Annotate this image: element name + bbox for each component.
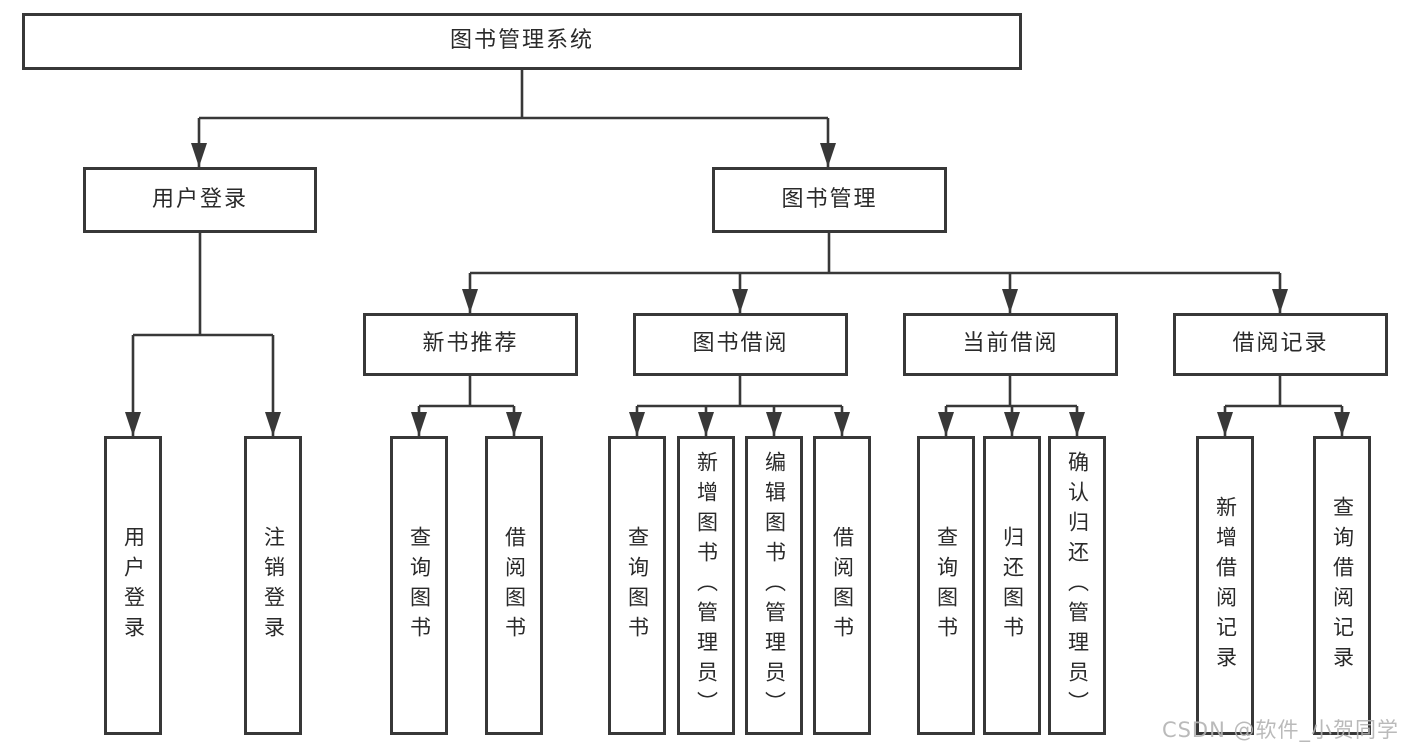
leaf-edit-book-admin: 编辑图书（管理员）	[745, 436, 803, 735]
leaf-query-books-current: 查询图书	[917, 436, 975, 735]
node-label: 注销登录	[261, 525, 286, 646]
leaf-query-books-borrow: 查询图书	[608, 436, 666, 735]
node-label: 图书管理系统	[449, 28, 594, 54]
node-label: 借阅图书	[502, 525, 527, 646]
node-label: 编辑图书（管理员）	[762, 450, 787, 721]
leaf-add-borrow-record: 新增借阅记录	[1196, 436, 1254, 735]
node-user-login: 用户登录	[83, 167, 317, 233]
node-label: 查询图书	[407, 525, 432, 646]
leaf-confirm-return-admin: 确认归还（管理员）	[1048, 436, 1106, 735]
leaf-return-books: 归还图书	[983, 436, 1041, 735]
node-label: 图书借阅	[692, 331, 789, 357]
node-label: 借阅图书	[830, 525, 855, 646]
leaf-user-login: 用户登录	[104, 436, 162, 735]
node-label: 新增图书（管理员）	[694, 450, 719, 721]
leaf-borrow-books-recommend: 借阅图书	[485, 436, 543, 735]
node-label: 确认归还（管理员）	[1065, 450, 1090, 721]
leaf-borrow-books: 借阅图书	[813, 436, 871, 735]
node-label: 查询借阅记录	[1330, 495, 1355, 676]
node-label: 用户登录	[151, 186, 248, 212]
node-label: 用户登录	[121, 525, 146, 646]
node-label: 借阅记录	[1232, 331, 1329, 357]
node-borrow-records: 借阅记录	[1173, 313, 1388, 376]
node-book-management: 图书管理	[712, 167, 947, 233]
node-library-system: 图书管理系统	[22, 13, 1022, 70]
node-label: 归还图书	[1000, 525, 1025, 646]
node-label: 查询图书	[625, 525, 650, 646]
node-label: 当前借阅	[962, 331, 1059, 357]
node-current-borrow: 当前借阅	[903, 313, 1118, 376]
leaf-logout: 注销登录	[244, 436, 302, 735]
node-label: 查询图书	[934, 525, 959, 646]
node-label: 新书推荐	[422, 331, 519, 357]
watermark: CSDN @软件_小贺同学	[1161, 718, 1399, 742]
node-book-borrow: 图书借阅	[633, 313, 848, 376]
leaf-add-book-admin: 新增图书（管理员）	[677, 436, 735, 735]
leaf-query-borrow-record: 查询借阅记录	[1313, 436, 1371, 735]
leaf-query-books-recommend: 查询图书	[390, 436, 448, 735]
node-new-book-recommend: 新书推荐	[363, 313, 578, 376]
node-label: 图书管理	[781, 186, 878, 212]
node-label: 新增借阅记录	[1213, 495, 1238, 676]
